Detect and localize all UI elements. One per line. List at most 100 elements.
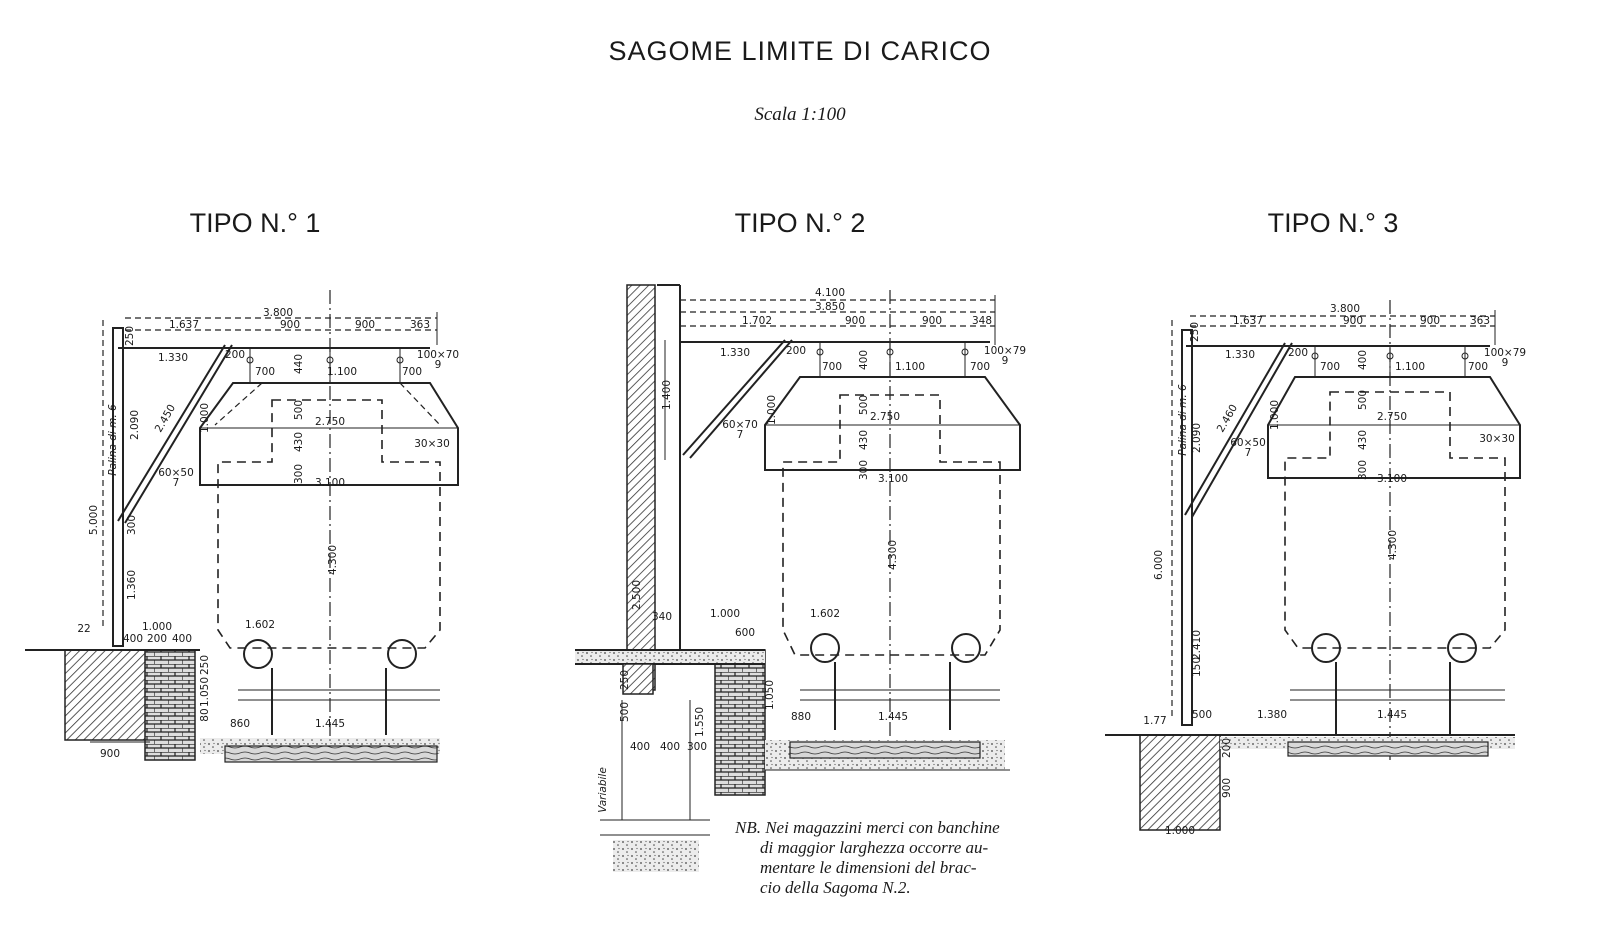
dimension-label: 1.330 <box>158 352 188 364</box>
dimension-label: 700 <box>255 366 275 378</box>
dimension-label: 500 <box>1192 709 1212 721</box>
dimension-label: 400 <box>630 741 650 753</box>
dimension-label: 4.300 <box>327 545 339 575</box>
dimension-label: 363 <box>410 319 430 331</box>
dimension-label: 1.100 <box>1395 361 1425 373</box>
dimension-label: 900 <box>355 319 375 331</box>
dimension-label: di maggior larghezza occorre au- <box>760 838 989 857</box>
tipo-2-note: NB. Nei magazzini merci con banchine di … <box>734 818 1000 897</box>
dimension-label: 363 <box>1470 315 1490 327</box>
dimension-label: 30×30 <box>414 438 450 450</box>
dimension-label: 300 <box>858 460 870 480</box>
dimension-label: 60×50 <box>1230 437 1266 449</box>
dimension-label: 500 <box>858 395 870 415</box>
dimension-label: 400 <box>123 633 143 645</box>
dimension-label: 100×70 <box>417 349 459 361</box>
dimension-label: 300 <box>687 741 707 753</box>
tipo-3-sleeper <box>1287 741 1489 757</box>
tipo-3-pole <box>1181 329 1193 726</box>
dimension-label: 5.000 <box>88 505 100 535</box>
tipo-3-foundation <box>1139 734 1221 831</box>
dimension-label: 500 <box>1357 390 1369 410</box>
dimension-label: 1.445 <box>878 711 908 723</box>
dimension-label: 700 <box>970 361 990 373</box>
dimension-label: 400 <box>1357 350 1369 370</box>
tipo-1-diagram: TIPO N.° 1 <box>25 208 459 763</box>
dimension-label: 900 <box>280 319 300 331</box>
dimension-label: 6.000 <box>1153 550 1165 580</box>
dimension-label: 9 <box>435 359 442 371</box>
tipo-2-wagon-outline <box>782 394 1001 656</box>
dimension-label: 4.100 <box>815 287 845 299</box>
dimension-label: 200 <box>1288 347 1308 359</box>
dimension-label: 3.100 <box>1377 473 1407 485</box>
dimension-label: 22 <box>77 623 90 635</box>
tipo-1-platform-wall <box>144 649 196 761</box>
dimension-label: 7 <box>1245 447 1252 459</box>
dimension-label: 4.300 <box>887 540 899 570</box>
dimension-label: 3.850 <box>815 301 845 313</box>
dimension-label: 1.77 <box>1143 715 1166 727</box>
dimension-label: 2.750 <box>315 416 345 428</box>
dimension-label: 1.637 <box>169 319 199 331</box>
tipo-2-gauge-profile <box>764 376 1021 471</box>
dimension-label: 1.445 <box>315 718 345 730</box>
dimension-label: 100×79 <box>984 345 1026 357</box>
dimension-label: 2.090 <box>129 410 141 440</box>
dimension-label: 3.100 <box>878 473 908 485</box>
dimension-label: 440 <box>293 354 305 374</box>
dimension-label: 2.750 <box>1377 411 1407 423</box>
dimension-label: 880 <box>791 711 811 723</box>
dimension-label: 1.702 <box>742 315 772 327</box>
dimension-label: 1.000 <box>710 608 740 620</box>
drawing-title: SAGOME LIMITE DI CARICO <box>608 36 992 66</box>
dimension-label: 1.000 <box>142 621 172 633</box>
dimension-label: 700 <box>822 361 842 373</box>
tipo-3-wagon-outline <box>1284 391 1506 649</box>
dimension-label: 1.000 <box>1165 825 1195 837</box>
dimension-label: 700 <box>402 366 422 378</box>
dimension-label: cio della Sagoma N.2. <box>760 878 911 897</box>
dimension-label: 500 <box>293 400 305 420</box>
dimension-label: 200 <box>1221 738 1233 758</box>
dimension-label: 900 <box>1420 315 1440 327</box>
dimension-label: 250 <box>619 670 631 690</box>
tipo-1-label: TIPO N.° 1 <box>190 208 321 238</box>
dimension-label: 400 <box>858 350 870 370</box>
dimension-label: 3.800 <box>263 307 293 319</box>
tipo-2-platform-wall <box>714 649 766 796</box>
dimension-label: 700 <box>1320 361 1340 373</box>
dimension-label: 900 <box>922 315 942 327</box>
dimension-label: 300 <box>1357 460 1369 480</box>
dimension-label: 1.400 <box>661 380 673 410</box>
dimension-label: 1.050 <box>199 677 211 707</box>
tipo-1-sleeper <box>224 745 438 763</box>
dimension-label: 100×79 <box>1484 347 1526 359</box>
tipo-2-sleeper <box>789 741 981 759</box>
dimension-label: 60×70 <box>722 419 758 431</box>
dimension-label: 250 <box>199 655 211 675</box>
dimension-label: 200 <box>225 349 245 361</box>
dimension-label: 1.550 <box>694 707 706 737</box>
dimension-label: 4.300 <box>1387 530 1399 560</box>
dimension-label: 430 <box>293 432 305 452</box>
dimension-label: 30×30 <box>1479 433 1515 445</box>
dimension-label: 860 <box>230 718 250 730</box>
dimension-label: 900 <box>845 315 865 327</box>
tipo-1-wagon-outline <box>217 399 441 649</box>
dimension-label: 1.050 <box>764 680 776 710</box>
tipo-1-foundation <box>64 649 148 741</box>
dimension-label: Variabile <box>597 767 609 813</box>
dimension-label: 700 <box>1468 361 1488 373</box>
dimension-label: 1.000 <box>766 395 778 425</box>
dimension-label: 200 <box>786 345 806 357</box>
dimension-label: NB. Nei magazzini merci con banchine <box>734 818 1000 837</box>
dimension-label: 150 <box>1191 657 1203 677</box>
dimension-label: 900 <box>1221 778 1233 798</box>
dimension-label: 300 <box>126 515 138 535</box>
dimension-label: 400 <box>172 633 192 645</box>
dimension-label: 1.000 <box>1269 400 1281 430</box>
dimension-label: 60×50 <box>158 467 194 479</box>
dimension-label: 430 <box>1357 430 1369 450</box>
